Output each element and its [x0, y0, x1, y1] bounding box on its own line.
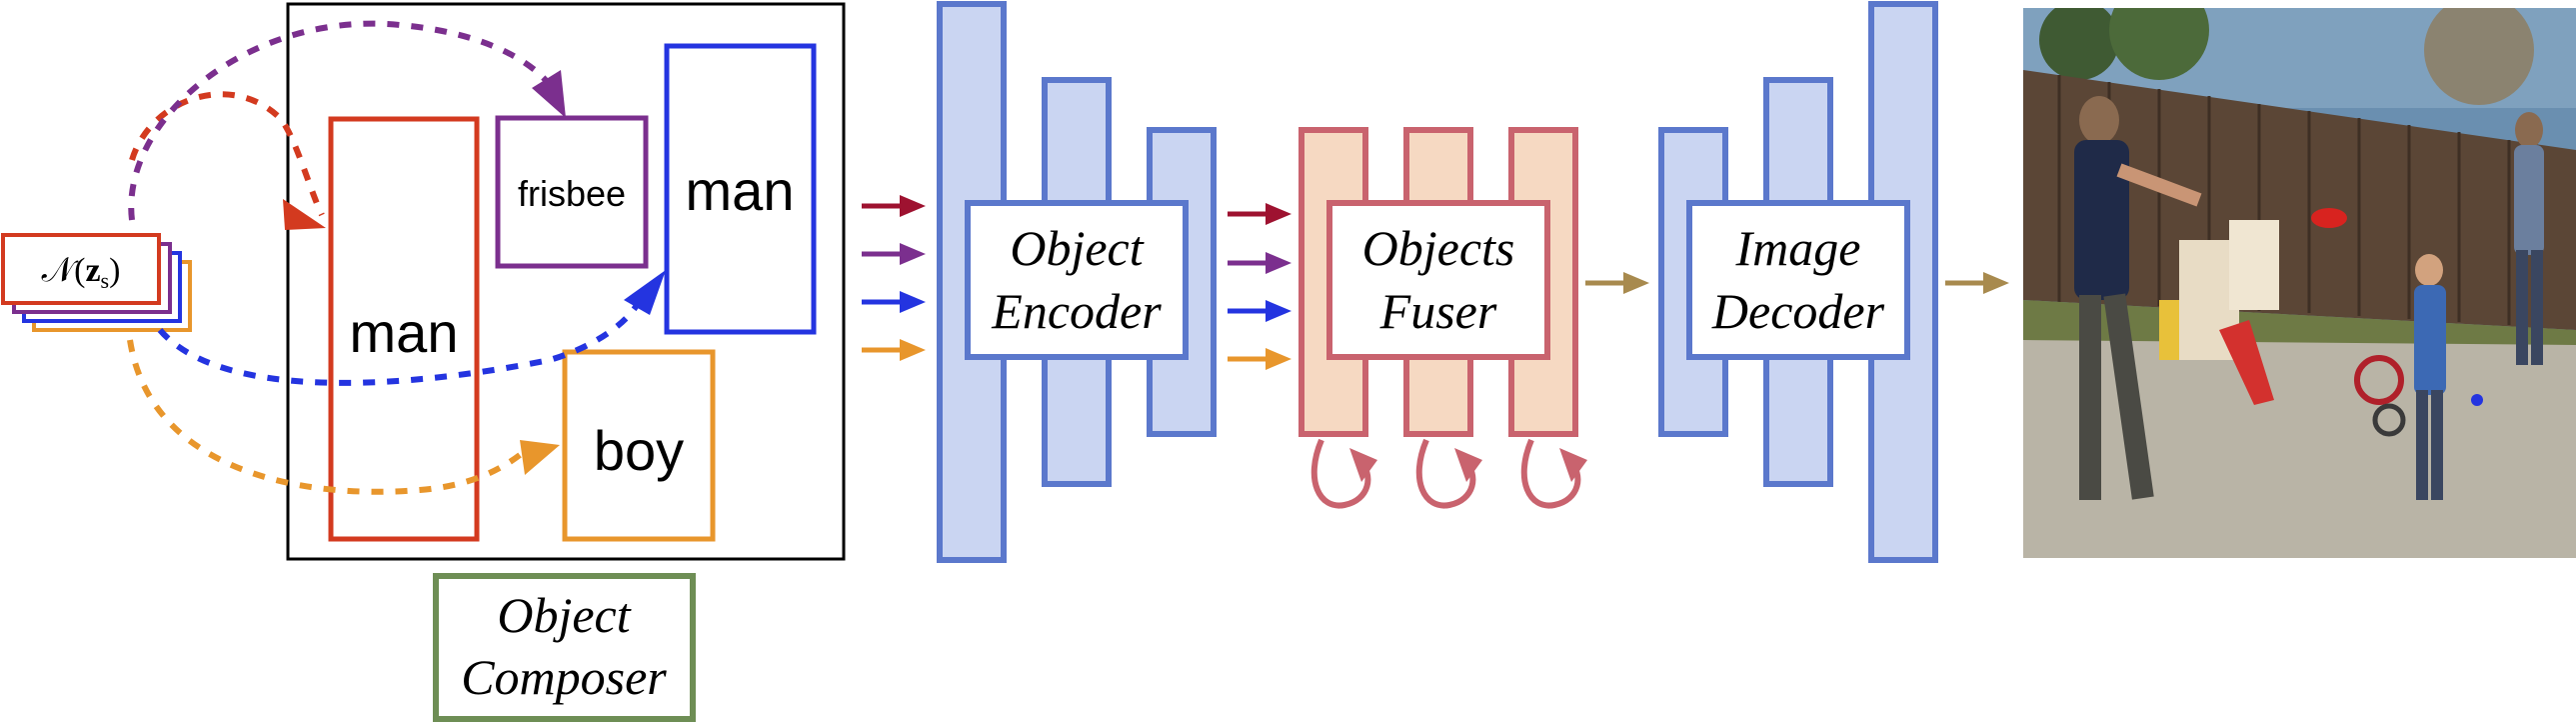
layout-label-boy: boy — [594, 419, 684, 482]
layout-box-frisbee: frisbee — [495, 115, 649, 269]
generated-image — [2023, 8, 2576, 558]
decoder-line1: Image — [1735, 220, 1861, 276]
encoder-line2: Encoder — [991, 283, 1162, 339]
object-composer: Object Composer — [433, 573, 696, 722]
arrow-noise-to-man-right — [157, 298, 643, 386]
arrow-noise-to-boy — [127, 339, 522, 495]
flow-arrow-decoder-to-image — [1945, 272, 2009, 294]
noise-stack: 𝒩(zs) — [1, 233, 192, 332]
decoder-line2: Decoder — [1711, 283, 1885, 339]
objects-fuser: Objects Fuser — [1298, 127, 1587, 509]
encoder-input-arrows — [862, 195, 926, 361]
fuser-line1: Objects — [1362, 220, 1515, 276]
loop-arrow-3 — [1520, 438, 1581, 509]
layout-canvas — [286, 2, 846, 561]
layout-box-boy: boy — [562, 349, 716, 542]
arrow-noise-to-frisbee — [128, 20, 563, 221]
arrow-noise-to-man-left — [129, 91, 325, 217]
object-encoder: Object Encoder — [937, 1, 1217, 563]
layout-label-man-right: man — [686, 159, 795, 222]
arrowhead-man-left — [283, 199, 326, 230]
loop-arrow-1 — [1310, 438, 1371, 509]
noise-label: 𝒩(zs) — [42, 252, 121, 293]
layout-label-frisbee: frisbee — [518, 173, 626, 214]
layout-box-man-right: man — [664, 43, 817, 335]
arrowhead-frisbee — [532, 70, 566, 118]
layout-label-man-left: man — [350, 301, 459, 364]
fuser-input-arrows — [1228, 203, 1291, 370]
composer-line2: Composer — [461, 649, 667, 705]
arrowhead-boy — [520, 440, 560, 475]
layout-box-man-left: man — [328, 116, 480, 542]
encoder-line1: Object — [1010, 220, 1144, 276]
fuser-line2: Fuser — [1379, 283, 1497, 339]
arrowhead-man-right — [624, 270, 666, 315]
flow-arrow-fuser-to-decoder — [1585, 272, 1649, 294]
loop-arrow-2 — [1415, 438, 1476, 509]
composer-line1: Object — [497, 587, 631, 643]
image-decoder: Image Decoder — [1658, 1, 1938, 563]
